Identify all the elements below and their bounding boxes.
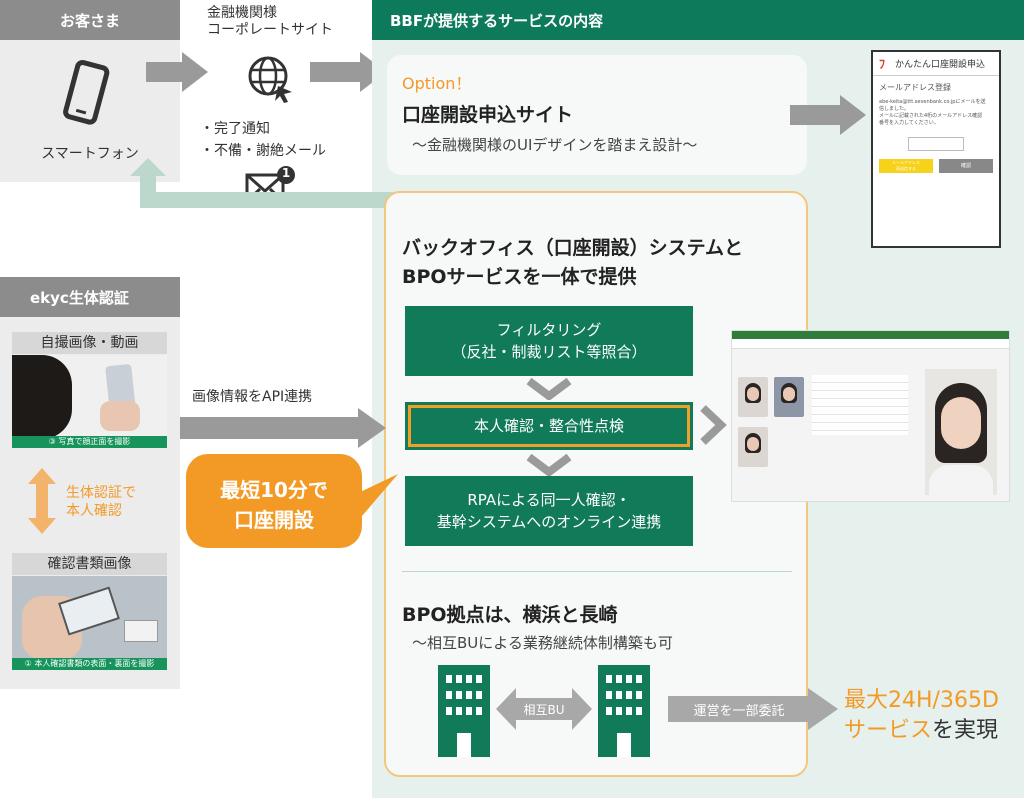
site-title: 口座開設申込サイト [402, 104, 574, 126]
backoffice-title-line2: BPOサービスを一体で提供 [402, 266, 637, 288]
bubble-line2: 口座開設 [234, 508, 314, 532]
service-header: BBFが提供するサービスの内容 [372, 0, 1024, 40]
selfie-photo: ③ 写真で顔正面を撮影 [12, 355, 167, 448]
result-line1: 最大24H/365D [844, 688, 999, 713]
face-photo-2 [774, 377, 804, 417]
document-label: 確認書類画像 [12, 553, 167, 575]
ekyc-header: ekyc生体認証 [0, 277, 180, 317]
face-photo-1 [738, 377, 768, 417]
phone-mock-title: かんたん口座開設申込 [895, 60, 986, 70]
result-line2-highlight: サービス [844, 718, 933, 743]
phone-mock-code-input[interactable] [908, 137, 964, 151]
option-label: Option！ [402, 74, 472, 93]
phone-mock: ﾌ かんたん口座開設申込 メールアドレス登録 abe-keita@ttt.sev… [871, 50, 1001, 248]
identity-screenshot [731, 330, 1010, 502]
chevron-down-icon [526, 378, 572, 400]
selfie-label: 自撮画像・動画 [12, 332, 167, 354]
bpo-title: BPO拠点は、横浜と長崎 [402, 604, 618, 626]
chevron-down-icon-2 [526, 454, 572, 476]
result-line2-rest: を実現 [932, 718, 999, 743]
bpo-subtitle: ～相互BUによる業務継続体制構築も可 [412, 634, 673, 652]
face-photo-large [925, 369, 997, 495]
phone-mock-body-2: 信しました。 [879, 106, 910, 112]
step-rpa-line1: RPAによる同一人確認・ [467, 491, 631, 509]
phone-mock-resend-button[interactable]: メールアドレス 再送信する [879, 159, 933, 173]
face-photo-3 [738, 427, 768, 467]
step-filtering-line2: （反社・制裁リスト等照合） [451, 343, 647, 361]
phone-mock-body: abe-keita@ttt.sevenbank.co.jpにメールを送 信しまし… [873, 95, 999, 131]
phone-mock-confirm-button[interactable]: 確認 [939, 159, 993, 173]
identity-screenshot-topbar [732, 331, 1009, 339]
document-photo: ① 本人確認書類の表面・裏面を撮影 [12, 576, 167, 670]
building-icon-yokohama [438, 665, 490, 757]
step-identity-check: 本人確認・整合性点検 [405, 402, 693, 450]
customer-header-label: お客さま [60, 11, 121, 30]
chevron-right-icon [700, 405, 727, 445]
bubble-line1: 最短10分で [220, 478, 328, 502]
bio-auth-arrow [28, 468, 56, 534]
mutual-backup-label: 相互BU [523, 702, 565, 717]
customer-header: お客さま [0, 0, 180, 40]
option-card [387, 55, 807, 175]
identity-screenshot-toolbar [732, 339, 1009, 349]
document-caption: ① 本人確認書類の表面・裏面を撮影 [12, 658, 167, 670]
step-rpa-line2: 基幹システムへのオンライン連携 [436, 513, 662, 531]
api-arrow [180, 408, 386, 448]
service-header-label: BBFが提供するサービスの内容 [390, 11, 604, 30]
notice-line2: ・不備・謝絶メール [200, 143, 326, 159]
step-filtering-line1: フィルタリング [496, 321, 602, 339]
selfie-caption-text: ③ 写真で顔正面を撮影 [48, 437, 131, 446]
phone-mock-logo: ﾌ [879, 57, 886, 71]
ekyc-header-label: ekyc生体認証 [30, 288, 129, 307]
section-divider [402, 571, 792, 572]
document-caption-text: ① 本人確認書類の表面・裏面を撮影 [24, 659, 155, 668]
bio-auth-line1: 生体認証で [66, 485, 136, 501]
return-arrow [130, 158, 408, 208]
speech-bubble [186, 454, 398, 548]
bio-auth-line2: 本人確認 [66, 503, 122, 519]
globe-icon [248, 56, 292, 103]
outsourcing-arrow [668, 688, 838, 730]
smartphone-icon [63, 59, 110, 125]
phone-mock-subtitle: メールアドレス登録 [879, 83, 951, 92]
document-card [124, 620, 158, 642]
result-line2: サービスを実現 [844, 712, 998, 744]
outsourcing-label: 運営を一部委託 [693, 703, 785, 719]
corporate-label-line1: 金融機関様 [207, 5, 277, 21]
mutual-backup-arrow [496, 688, 592, 730]
api-label: 画像情報をAPI連携 [192, 389, 313, 405]
smartphone-label: スマートフォン [41, 146, 139, 162]
building-icon-nagasaki [598, 665, 650, 757]
document-phone [58, 586, 120, 636]
arrow-to-corporate [146, 52, 208, 92]
notice-line1: ・完了通知 [200, 121, 270, 137]
arrow-to-phone-mock [790, 95, 866, 135]
step-filtering: フィルタリング （反社・制裁リスト等照合） [405, 306, 693, 376]
selfie-caption: ③ 写真で顔正面を撮影 [12, 436, 167, 448]
mail-badge: 1 [281, 166, 291, 180]
phone-mock-resend-line2: 再送信する [896, 166, 916, 171]
site-subtitle: ～金融機関様のUIデザインを踏まえ設計～ [412, 136, 698, 154]
corporate-label-line2: コーポレートサイト [207, 22, 333, 38]
phone-mock-body-4: 番号を入力してください。 [879, 120, 939, 126]
step-rpa: RPAによる同一人確認・ 基幹システムへのオンライン連携 [405, 476, 693, 546]
phone-mock-header: ﾌ かんたん口座開設申込 [873, 52, 999, 76]
phone-mock-body-3: メールに記載された4桁のメールアドレス確認 [879, 113, 983, 119]
phone-mock-body-1: abe-keita@ttt.sevenbank.co.jpにメールを送 [879, 99, 986, 105]
arrow-to-service [310, 52, 386, 92]
step-identity-check-label: 本人確認・整合性点検 [473, 417, 624, 435]
backoffice-title-line1: バックオフィス（口座開設）システムと [402, 237, 744, 259]
identity-table [812, 375, 908, 435]
phone-mock-resend-line1: メールアドレス [892, 160, 920, 165]
